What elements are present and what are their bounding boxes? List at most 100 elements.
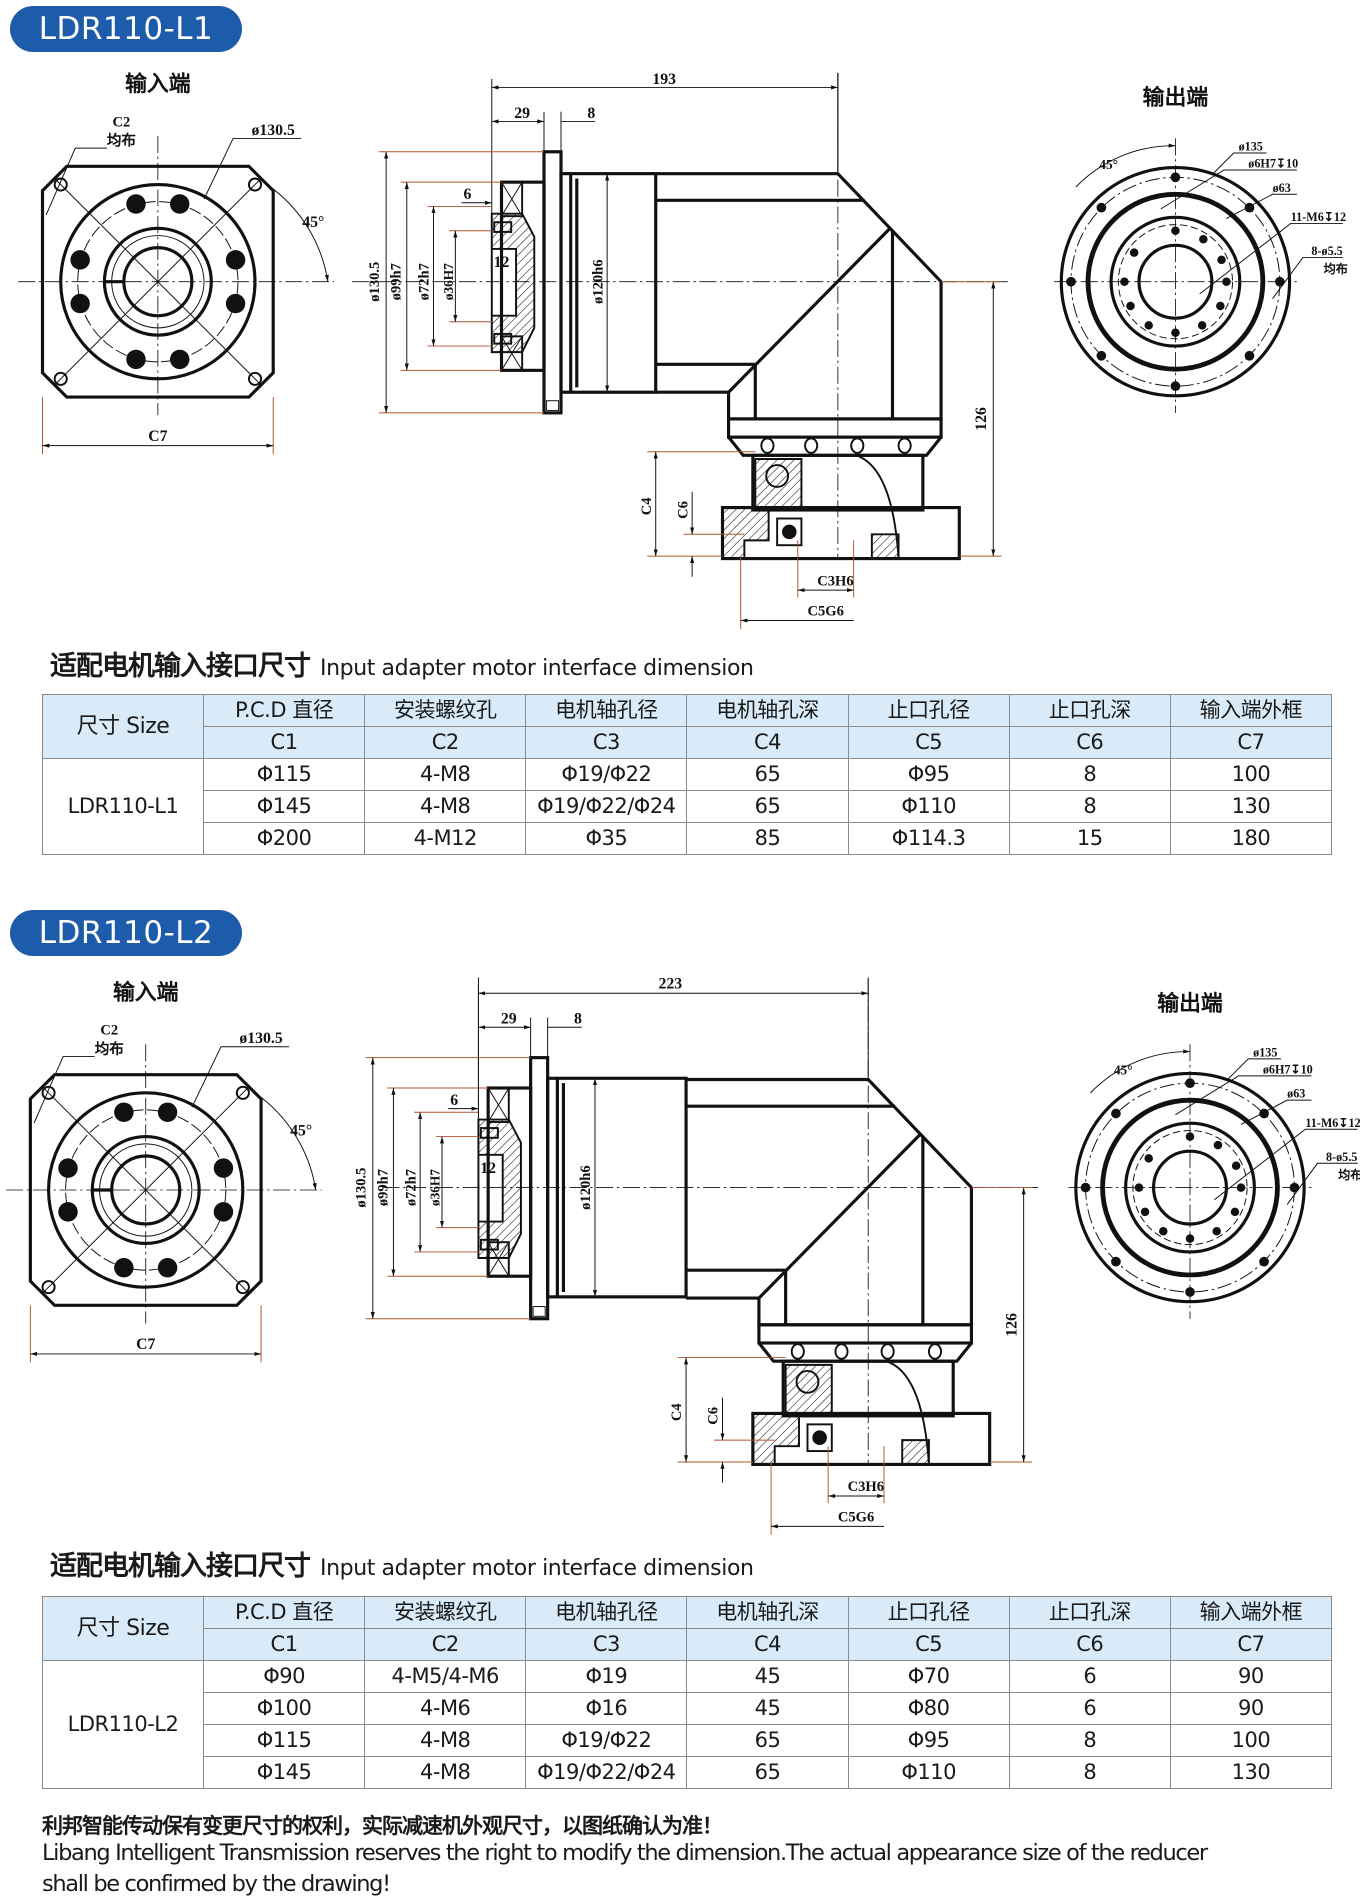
header-name: 电机轴孔深 [686, 1596, 849, 1629]
model-badge: LDR110-L2 [10, 910, 242, 956]
section-title-cn: 适配电机输入接口尺寸 [50, 651, 311, 682]
table-cell: Φ95 [847, 758, 1010, 791]
dim-d120: ø120h6 [590, 259, 606, 304]
output-end-label: 输出端 [1157, 990, 1223, 1015]
section-title: 适配电机输入接口尺寸 Input adapter motor interface … [50, 644, 754, 683]
section-title-cn: 适配电机输入接口尺寸 [50, 1551, 311, 1582]
dim-c2: C2 [100, 1023, 118, 1039]
dim-angle: 45° [302, 214, 324, 231]
dim-6: 6 [450, 1092, 458, 1109]
table-cell: 15 [1008, 822, 1171, 855]
dim-flange-pcd: ø130.5 [239, 1030, 282, 1047]
dim-6: 6 [464, 186, 472, 203]
model-badge: LDR110-L1 [10, 6, 242, 52]
dim-12: 12 [480, 1160, 496, 1177]
header-name: 电机轴孔径 [525, 694, 688, 727]
header-name: 输入端外框 [1169, 694, 1333, 727]
header-name: 安装螺纹孔 [364, 694, 527, 727]
table-cell: Φ35 [525, 822, 688, 855]
table-cell: 65 [686, 790, 849, 823]
header-code: C3 [525, 726, 688, 759]
header-name: 电机轴孔深 [686, 694, 849, 727]
table-cell: Φ90 [202, 1660, 366, 1693]
input-end-view: 输入端 C2 均布 [18, 71, 334, 455]
header-size: 尺寸 Size [42, 1596, 204, 1661]
table-cell: Φ70 [847, 1660, 1010, 1693]
dim-126: 126 [1003, 1313, 1020, 1337]
out-holes-note: 均布 [1324, 261, 1348, 276]
table-cell: 45 [686, 1660, 849, 1693]
out-angle: 45° [1114, 1063, 1133, 1078]
disclaimer-en-line1: Libang Intelligent Transmission reserves… [42, 1840, 1208, 1866]
dim-c3: C3H6 [848, 1479, 884, 1495]
table-cell: Φ80 [847, 1692, 1010, 1725]
out-pin: ø6H7↧10 [1248, 157, 1298, 171]
table-cell: 6 [1008, 1692, 1171, 1725]
header-name: 止口孔深 [1008, 1596, 1171, 1629]
header-size: 尺寸 Size [42, 694, 204, 759]
out-holes-note: 均布 [1338, 1167, 1360, 1182]
header-code: C6 [1008, 1628, 1171, 1661]
table-cell: 90 [1169, 1660, 1333, 1693]
output-end-view: 输出端 45° ø135 ø6H7↧10 ø63 [1054, 84, 1348, 413]
dim-c3: C3H6 [817, 573, 853, 589]
table-cell: 180 [1169, 822, 1333, 855]
side-view-body-1: 193 ø120h6 [491, 71, 839, 394]
table-cell: Φ115 [202, 758, 366, 791]
table-cell: Φ19 [525, 1660, 688, 1693]
dim-d72: ø72h7 [417, 263, 433, 300]
table-cell: Φ19/Φ22/Φ24 [525, 790, 688, 823]
table-cell: 4-M12 [364, 822, 527, 855]
dim-29: 29 [514, 105, 530, 122]
table-cell: Φ95 [847, 1724, 1010, 1757]
table-cell: 45 [686, 1692, 849, 1725]
table-cell: 130 [1169, 1756, 1333, 1789]
table-cell: Φ19/Φ22 [525, 758, 688, 791]
bolt-holes [58, 1102, 234, 1278]
dim-d120: ø120h6 [578, 1165, 594, 1210]
disclaimer-cn: 利邦智能传动保有变更尺寸的权利，实际减速机外观尺寸，以图纸确认为准！ [42, 1814, 723, 1838]
input-end-label: 输入端 [113, 979, 179, 1004]
table-cell: 85 [686, 822, 849, 855]
output-end-view: 输出端 45° ø135 ø6H7↧10 ø63 [1068, 990, 1360, 1319]
input-end-view: 输入端 C2 均布 [6, 979, 322, 1363]
dim-29: 29 [501, 1011, 517, 1028]
dim-c4: C4 [639, 497, 655, 516]
table-cell: Φ114.3 [847, 822, 1010, 855]
section-title-en: Input adapter motor interface dimension [320, 656, 754, 681]
table-cell: 4-M8 [364, 1756, 527, 1789]
disclaimer-en-line2: shall be confirmed by the drawing! [42, 1871, 391, 1897]
header-code: C1 [202, 1628, 366, 1661]
table-cell: 4-M8 [364, 758, 527, 791]
dim-c7: C7 [136, 1336, 155, 1353]
table-cell: 6 [1008, 1660, 1171, 1693]
side-view-housing: 126 C4 C6 C3H6 C5G6 [382, 978, 1039, 1535]
table-cell: Φ19/Φ22/Φ24 [525, 1756, 688, 1789]
dim-c2-note: 均布 [95, 1040, 124, 1058]
table-cell: 4-M5/4-M6 [364, 1660, 527, 1693]
dim-c6: C6 [706, 1407, 722, 1425]
dim-d36: ø36H7 [428, 1169, 443, 1206]
section-title-en: Input adapter motor interface dimension [320, 1556, 754, 1581]
header-code: C2 [364, 726, 527, 759]
table-cell: Φ110 [847, 790, 1010, 823]
table-cell: 8 [1008, 790, 1171, 823]
header-name: 止口孔径 [847, 1596, 1010, 1629]
header-code: C3 [525, 1628, 688, 1661]
output-end-label: 输出端 [1143, 84, 1209, 109]
header-name: 电机轴孔径 [525, 1596, 688, 1629]
out-d135: ø135 [1239, 140, 1263, 154]
out-angle: 45° [1099, 157, 1118, 172]
table-cell: Φ100 [202, 1692, 366, 1725]
header-code: C7 [1169, 1628, 1333, 1661]
table-cell: Φ145 [202, 790, 366, 823]
dim-c4: C4 [669, 1403, 685, 1422]
dim-c2: C2 [113, 114, 131, 130]
table-cell: 8 [1008, 1724, 1171, 1757]
